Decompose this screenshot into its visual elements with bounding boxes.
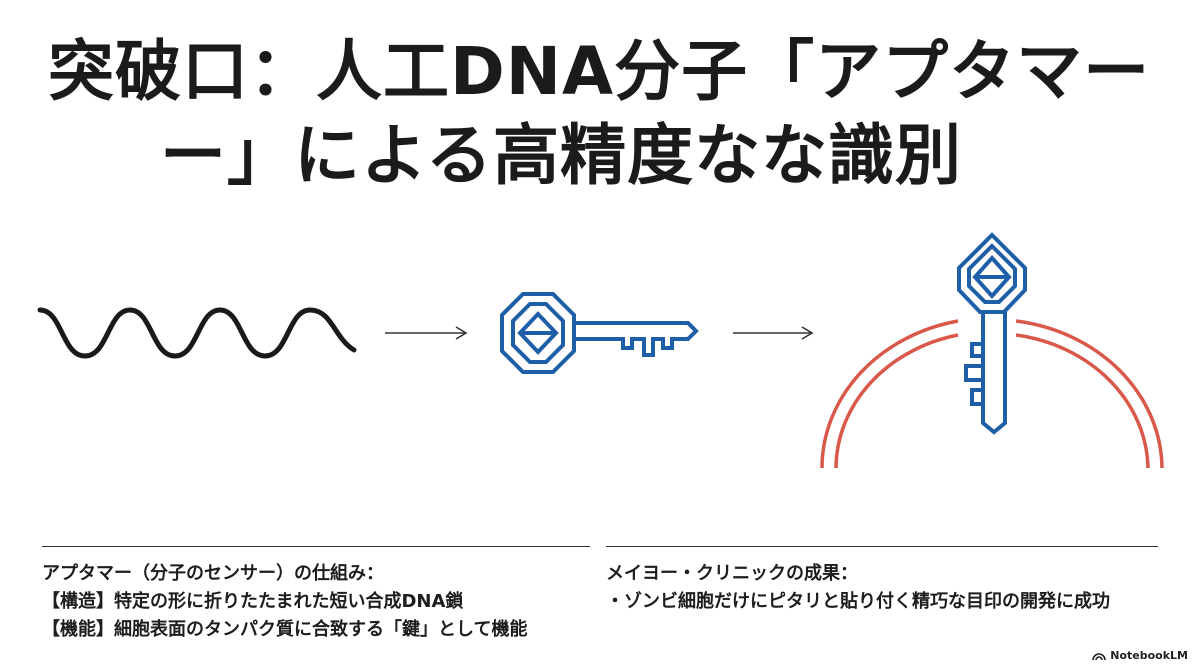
mayo-clinic-results-heading: メイヨー・クリニックの成果： bbox=[606, 563, 858, 584]
arrow-right-icon bbox=[385, 326, 468, 340]
structure-description: 【構造】特定の形に折りたたまれた短い合成DNA鎖 bbox=[42, 591, 464, 612]
left-panel-divider bbox=[42, 546, 590, 547]
right-panel-divider bbox=[606, 546, 1158, 547]
function-description: 【機能】細胞表面のタンパク質に合致する「鍵」として機能 bbox=[42, 619, 528, 640]
key-icon bbox=[500, 292, 699, 374]
key-in-membrane-icon bbox=[957, 232, 1027, 435]
slide-title: 突破口：人工DNA分子「アプタマー ー」による高精度なな識別 bbox=[0, 30, 1200, 198]
mayo-clinic-result-item: ・ゾンビ細胞だけにピタリと貼り付く精巧な目印の開発に成功 bbox=[606, 591, 1110, 612]
slide-title-line-2: ー」による高精度なな識別 bbox=[160, 117, 963, 194]
dna-strand-wave-icon bbox=[37, 307, 357, 359]
brand-label: NotebookLM bbox=[1110, 649, 1188, 662]
slide-title-line-1: 突破口：人工DNA分子「アプタマー bbox=[48, 33, 1151, 110]
mayo-clinic-results-panel: メイヨー・クリニックの成果： ・ゾンビ細胞だけにピタリと貼り付く精巧な目印の開発… bbox=[606, 560, 1176, 616]
aptamer-mechanism-panel: アプタマー（分子のセンサー）の仕組み： 【構造】特定の形に折りたたまれた短い合成… bbox=[42, 560, 602, 644]
aptamer-illustration bbox=[37, 232, 1164, 469]
cell-membrane-icon bbox=[820, 319, 1164, 469]
notebooklm-logo-icon bbox=[1092, 652, 1107, 660]
notebooklm-watermark: NotebookLM bbox=[1092, 649, 1188, 662]
aptamer-mechanism-heading: アプタマー（分子のセンサー）の仕組み： bbox=[42, 563, 384, 584]
arrow-right-icon bbox=[733, 326, 814, 340]
